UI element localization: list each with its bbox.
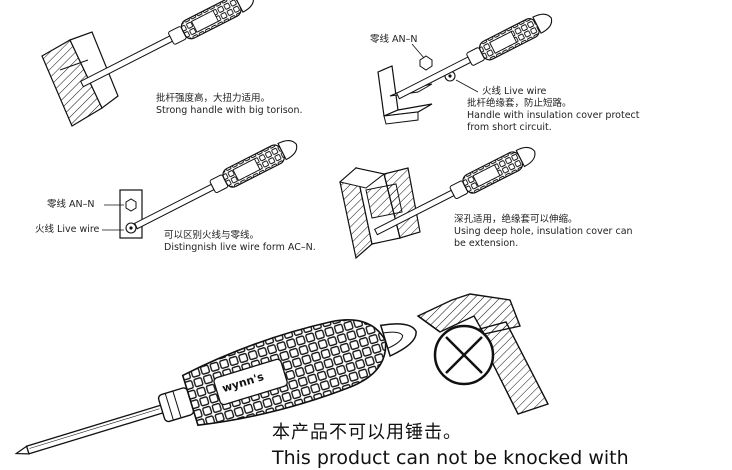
live-wire-label: 火线 Live wire <box>482 86 547 97</box>
caption-insulation-cover-en-2: from short circuit. <box>467 122 552 133</box>
caption-deep-hole-en-2: be extension. <box>454 238 519 249</box>
caption-deep-hole-en-1: Using deep hole, insulation cover can <box>454 226 633 237</box>
neutral-wire-label-2: 零线 AN–N <box>47 199 95 210</box>
caption-distinguish-live-cn: 可以区别火线与零线。 <box>164 230 260 241</box>
live-wire-label-2: 火线 Live wire <box>35 224 100 235</box>
terminal-screw-neutral-icon <box>419 55 433 71</box>
screwdriver-small-2 <box>395 13 553 100</box>
caption-distinguish-live: 可以区别火线与零线。 Distingnish live wire form AC… <box>164 230 316 254</box>
wall-block-icon <box>41 31 119 127</box>
panel-distinguish-live <box>102 139 298 239</box>
screwdriver-small-1 <box>79 0 254 88</box>
prohibition-icon <box>433 324 495 386</box>
hammer-warning-en: This product can not be knocked with <box>272 447 629 469</box>
caption-insulation-cover: 批杆绝缘套，防止短路。 Handle with insulation cover… <box>467 98 640 134</box>
caption-strong-handle-en: Strong handle with big torison. <box>156 105 303 116</box>
screwdriver-small-3 <box>133 139 298 230</box>
caption-strong-handle: 批杆强度高，大扭力适用。 Strong handle with big tori… <box>156 93 303 117</box>
hammer-icon <box>416 293 549 415</box>
neutral-leader-line <box>411 43 425 59</box>
panel-deep-hole <box>338 146 536 260</box>
hammer-warning-cn: 本产品不可以用锤击。 <box>272 422 462 443</box>
deep-hole-block-icon <box>338 166 421 260</box>
panel-insulation-cover <box>377 13 553 125</box>
hammer-warning: 本产品不可以用锤击。 This product can not be knock… <box>272 422 629 470</box>
caption-distinguish-live-en: Distingnish live wire form AC–N. <box>164 242 316 253</box>
caption-insulation-cover-cn: 批杆绝缘套，防止短路。 <box>467 98 572 109</box>
handle-label-plate <box>213 358 288 406</box>
screwdriver-small-4 <box>373 146 536 236</box>
panel-strong-handle <box>41 0 254 127</box>
caption-deep-hole: 深孔适用，绝缘套可以伸缩。 Using deep hole, insulatio… <box>454 214 633 250</box>
caption-deep-hole-cn: 深孔适用，绝缘套可以伸缩。 <box>454 214 578 225</box>
live-leader-line <box>455 79 479 93</box>
terminal-plate-icon <box>119 189 143 239</box>
caption-strong-handle-cn: 批杆强度高，大扭力适用。 <box>156 93 271 104</box>
caption-insulation-cover-en-1: Handle with insulation cover protect <box>467 110 640 121</box>
large-screwdriver-illustration: wynn's <box>14 319 417 455</box>
neutral-wire-label: 零线 AN–N <box>370 34 418 45</box>
